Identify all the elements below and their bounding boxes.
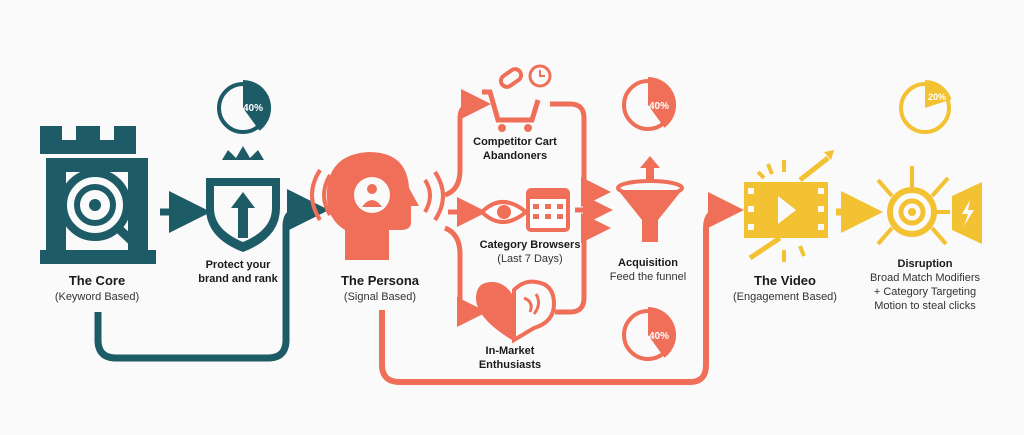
- cart-link-clock-icon: [482, 64, 552, 132]
- core-subtitle: (Keyword Based): [55, 291, 139, 303]
- segment-bottom-to-funnel: [555, 213, 611, 315]
- video-subtitle: (Engagement Based): [733, 291, 837, 303]
- segment-1-line1: Competitor Cart: [473, 136, 557, 148]
- heart-brain-icon: [476, 279, 557, 344]
- core-to-persona-connector: [94, 189, 329, 362]
- eye-calendar-icon: [479, 188, 570, 232]
- segment-2-line1: Category Browsers: [480, 239, 581, 251]
- pie-slice: [243, 79, 272, 131]
- protect-pie-chart: 40%: [217, 79, 272, 134]
- pie-slice: [925, 80, 952, 108]
- core-title: The Core: [69, 273, 125, 288]
- target-bolt-arrows-icon: [876, 166, 982, 246]
- persona-title: The Persona: [341, 273, 420, 288]
- segment-3-line2: Enthusiasts: [479, 359, 541, 371]
- pie-slice: [648, 306, 677, 358]
- pie-slice: [648, 76, 677, 128]
- acquisition-pie-bottom: 40%: [622, 306, 677, 361]
- acquisition-title: Acquisition: [618, 257, 678, 269]
- disruption-line1: Broad Match Modifiers: [870, 272, 981, 284]
- acquisition-pie-bottom-label: 40%: [649, 331, 669, 342]
- disruption-pie-chart: 20%: [899, 80, 952, 134]
- acquisition-pie-top: 40%: [622, 76, 677, 131]
- segment-top-to-funnel: [550, 101, 611, 207]
- persona-branch-top: [444, 89, 491, 198]
- segment-3-line1: In-Market: [486, 345, 535, 357]
- disruption-pie-label: 20%: [928, 92, 946, 102]
- disruption-line3: Motion to steal clicks: [874, 300, 976, 312]
- crown-shield-arrow-icon: [206, 146, 280, 252]
- acquisition-pie-top-label: 40%: [649, 101, 669, 112]
- persona-branch-bottom: [443, 225, 487, 327]
- video-title: The Video: [754, 273, 816, 288]
- persona-to-video-connector: [379, 192, 744, 385]
- segment-1-line2: Abandoners: [483, 150, 547, 162]
- head-signal-icon: [310, 152, 445, 260]
- disruption-title: Disruption: [898, 258, 953, 270]
- protect-line2: brand and rank: [198, 273, 278, 285]
- segment-2-line2: (Last 7 Days): [497, 253, 562, 265]
- protect-pie-label: 40%: [243, 103, 263, 114]
- protect-line1: Protect your: [206, 259, 272, 271]
- funnel-arrow-icon: [616, 156, 684, 242]
- disruption-line2: + Category Targeting: [874, 286, 976, 298]
- acquisition-subtitle: Feed the funnel: [610, 271, 686, 283]
- tower-target-magnifier-icon: [40, 126, 156, 264]
- film-play-icon: [744, 150, 834, 262]
- persona-subtitle: (Signal Based): [344, 291, 416, 303]
